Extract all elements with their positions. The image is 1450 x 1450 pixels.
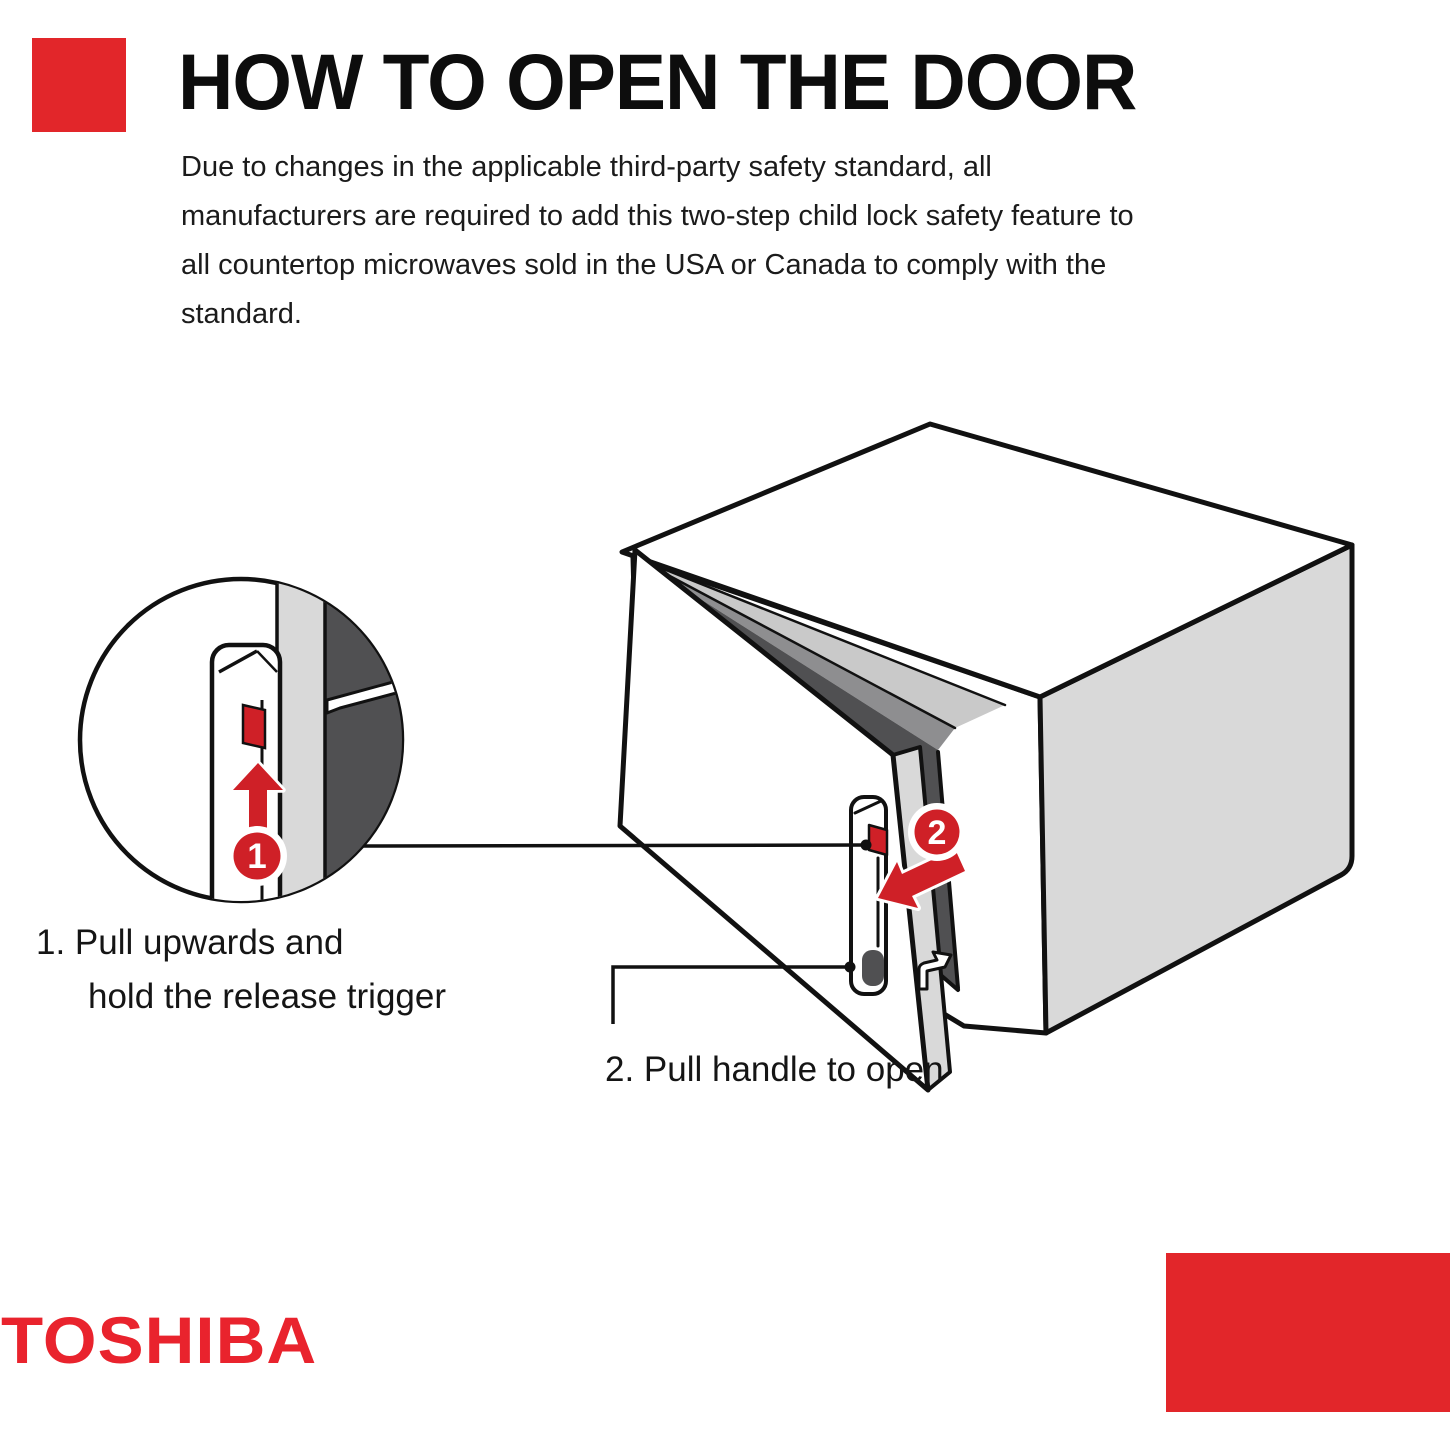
step1-badge <box>233 832 281 880</box>
step1-label-line1: 1. Pull upwards and <box>36 923 344 962</box>
intro-line: Due to changes in the applicable third-p… <box>181 151 992 183</box>
step2-badge <box>914 809 960 855</box>
step2-annotation: 2 <box>875 803 968 911</box>
intro-line: standard. <box>181 298 302 330</box>
microwave-right-face <box>1037 542 1355 1036</box>
page-title: HOW TO OPEN THE DOOR <box>178 37 1137 126</box>
toshiba-logo: TOSHIBA <box>1 1303 318 1378</box>
inset-cavity <box>325 579 402 901</box>
step1-label: 1. Pull upwards and hold the release tri… <box>36 916 446 1024</box>
release-trigger <box>867 823 889 857</box>
leader-line-handle <box>611 965 850 1024</box>
inset-release-trigger <box>241 703 267 750</box>
door-seal-wedge <box>636 558 1005 728</box>
leader-line-trigger <box>362 843 867 848</box>
intro-line: all countertop microwaves sold in the US… <box>181 249 1107 281</box>
step1-badge-number: 1 <box>247 837 266 876</box>
accent-square <box>32 38 126 132</box>
intro-paragraph: Due to changes in the applicable third-p… <box>181 143 1301 339</box>
step2-label: 2. Pull handle to open <box>605 1050 944 1089</box>
step2-badge-number: 2 <box>928 814 947 852</box>
pull-open-arrow-icon <box>875 846 968 911</box>
zoom-inset: 1 <box>77 576 405 904</box>
step1-label-line2: hold the release trigger <box>88 977 446 1016</box>
microwave-top-face <box>619 421 1355 700</box>
brand-accent-rectangle <box>1166 1253 1450 1412</box>
door-shadow-wedge <box>636 558 955 750</box>
leader-lines <box>362 839 872 1024</box>
intro-line: manufacturers are required to add this t… <box>181 200 1134 232</box>
door-latch-hook <box>917 950 953 991</box>
